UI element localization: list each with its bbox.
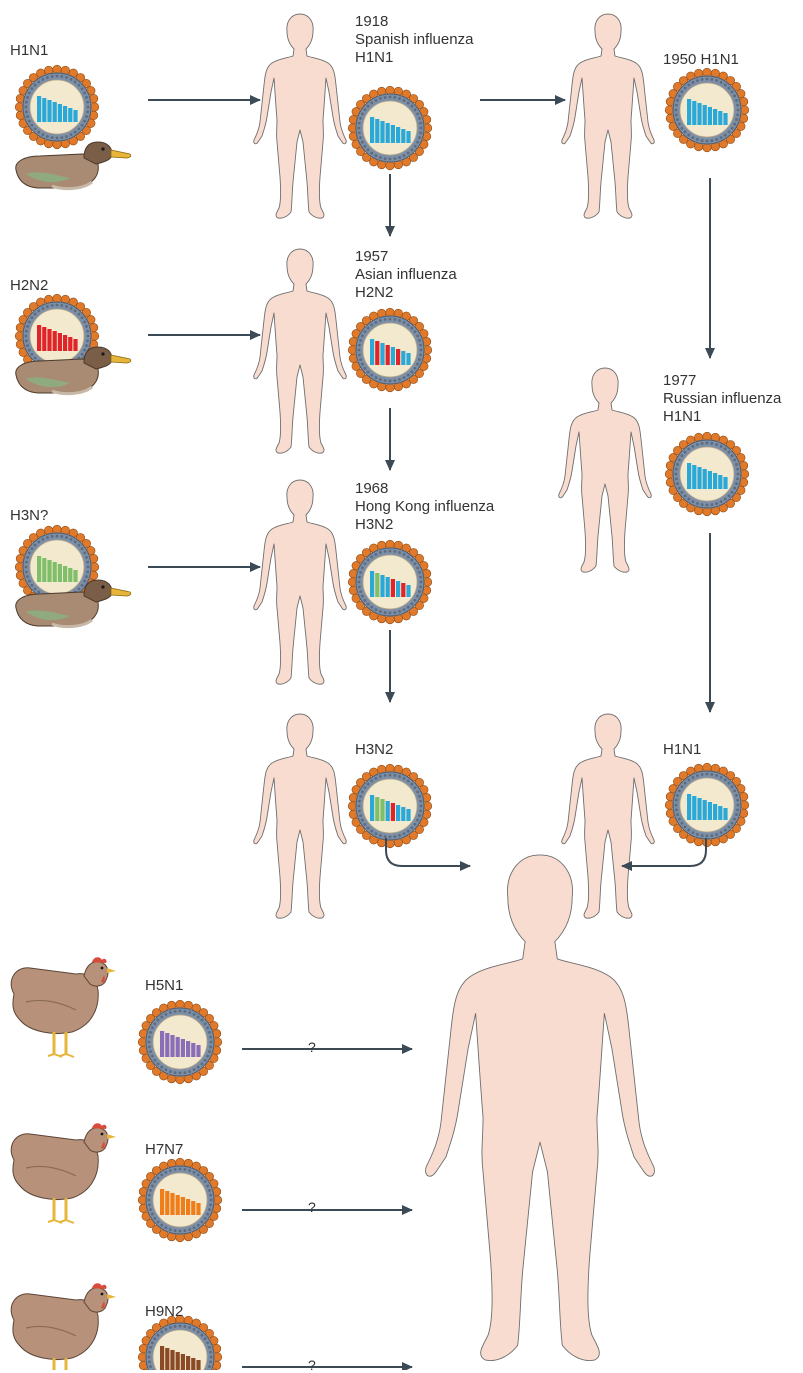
chicken1-strain-label: H5N1 bbox=[145, 977, 183, 995]
human-figure-icon-h1n1 bbox=[562, 714, 654, 918]
h1n1-current-virus-particle-icon bbox=[665, 763, 749, 847]
chicken-icon bbox=[11, 1283, 116, 1370]
chicken3-strain-label: H9N2 bbox=[145, 1303, 183, 1321]
russian-virus-particle-icon bbox=[665, 432, 749, 516]
spanish-influenza-label: 1918 Spanish influenza H1N1 bbox=[355, 13, 473, 67]
duck3-strain-label: H3N? bbox=[10, 507, 48, 525]
duck-icon bbox=[16, 142, 131, 189]
duck2-strain-label: H2N2 bbox=[10, 277, 48, 295]
hongkong-virus-particle-icon bbox=[348, 540, 432, 624]
hongkong-influenza-label: 1968 Hong Kong influenza H3N2 bbox=[355, 480, 494, 534]
h3n2-virus-particle-icon bbox=[348, 764, 432, 848]
chicken-icon bbox=[11, 1123, 116, 1223]
human-figure-icon-1957 bbox=[254, 249, 346, 453]
russian-influenza-label: 1977 Russian influenza H1N1 bbox=[663, 372, 781, 426]
duck1-strain-label: H1N1 bbox=[10, 42, 48, 60]
spanish-virus-particle-icon bbox=[348, 86, 432, 170]
unknown-transmission-label-h7n7: ? bbox=[308, 1199, 316, 1215]
chicken2-strain-label: H7N7 bbox=[145, 1141, 183, 1159]
h5n1-virus-particle-icon bbox=[138, 1000, 222, 1084]
h1n1-current-label: H1N1 bbox=[663, 741, 701, 759]
human-figure-icon-1977 bbox=[559, 368, 651, 572]
h1n1-1950-label: 1950 H1N1 bbox=[663, 51, 739, 69]
unknown-transmission-label-h5n1: ? bbox=[308, 1039, 316, 1055]
chicken-icon bbox=[11, 957, 116, 1057]
human-figure-icon-1968 bbox=[254, 480, 346, 684]
human-figure-icon-h3n2 bbox=[254, 714, 346, 918]
h9n2-virus-particle-icon bbox=[138, 1315, 222, 1370]
duck1-virus-particle-icon bbox=[15, 65, 99, 149]
h1n1-1950-virus-particle-icon bbox=[665, 68, 749, 152]
asian-virus-particle-icon bbox=[348, 308, 432, 392]
unknown-transmission-label-h9n2: ? bbox=[308, 1357, 316, 1373]
h7n7-virus-particle-icon bbox=[138, 1158, 222, 1242]
human-figure-icon-1918 bbox=[254, 14, 346, 218]
asian-influenza-label: 1957 Asian influenza H2N2 bbox=[355, 248, 457, 302]
h3n2-current-label: H3N2 bbox=[355, 741, 393, 759]
human-figure-icon-future bbox=[426, 855, 655, 1361]
human-figure-icon-1950 bbox=[562, 14, 654, 218]
